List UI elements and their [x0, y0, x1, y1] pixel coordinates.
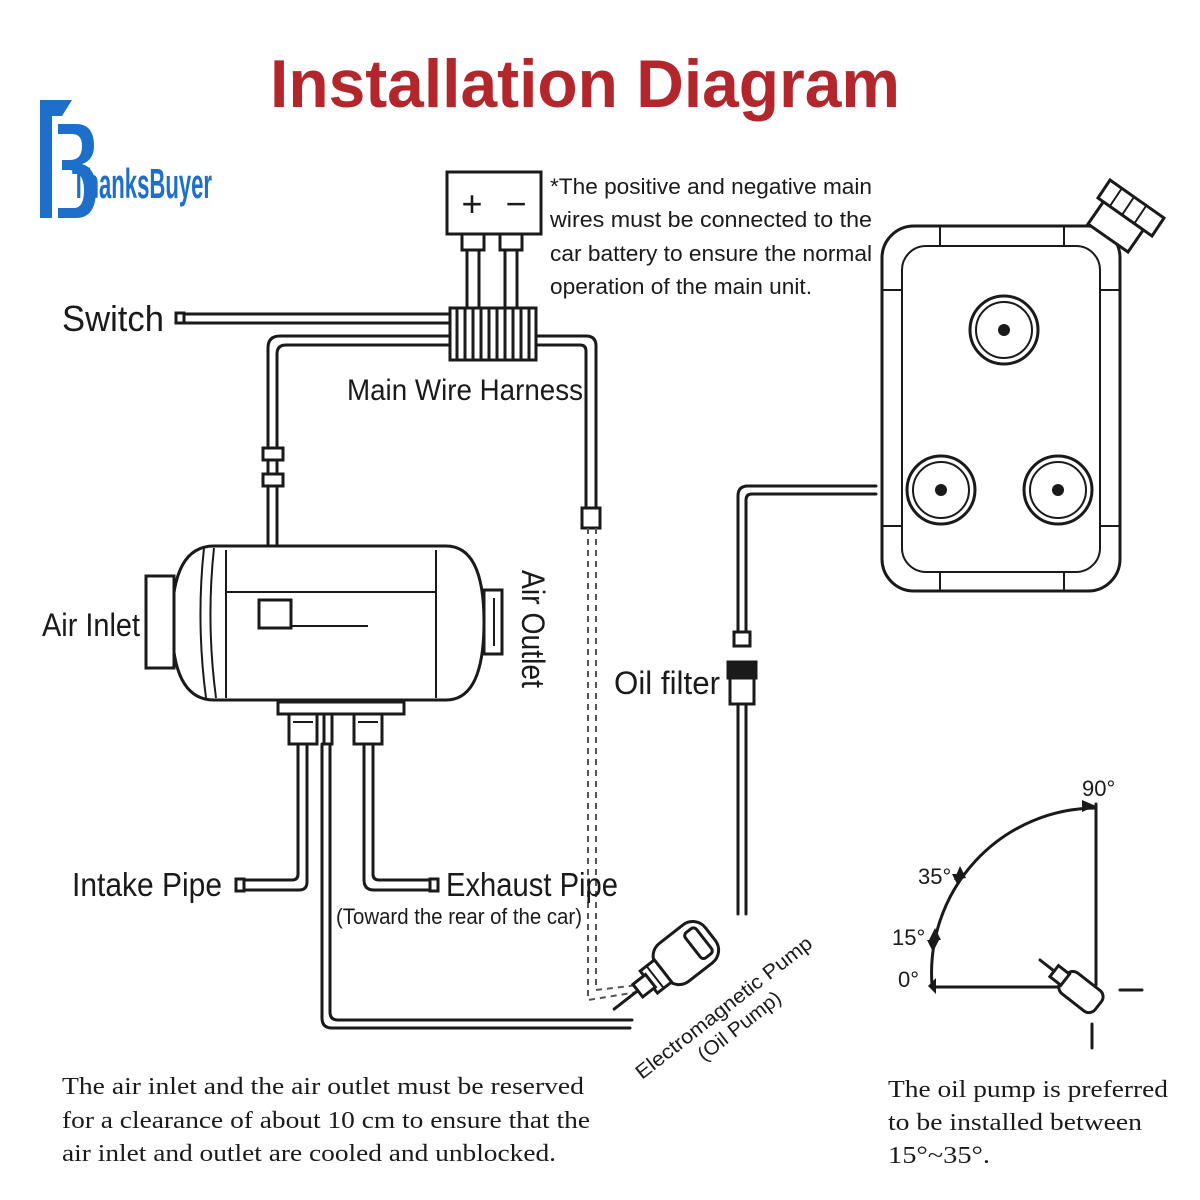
angle-35-label: 35°	[918, 864, 951, 889]
svg-text:wires must be connected to the: wires must be connected to the	[549, 207, 872, 232]
battery: + −	[445, 170, 543, 312]
page-title: Installation Diagram	[270, 46, 900, 122]
angle-15-label: 15°	[892, 925, 925, 950]
intake-pipe	[234, 742, 309, 893]
tilted-pump-icon	[1038, 958, 1105, 1015]
main-wire-harness-connector	[448, 306, 538, 362]
fuel-line-heater-to-pump	[320, 742, 634, 1030]
svg-text:The oil pump is preferred: The oil pump is preferred	[888, 1077, 1168, 1103]
tank-cap-icon	[1085, 177, 1167, 255]
svg-text:The air inlet and the air outl: The air inlet and the air outlet must be…	[62, 1074, 584, 1100]
fuel-tank	[880, 177, 1167, 593]
oil-filter-label: Oil filter	[614, 665, 720, 701]
electromagnetic-pump	[612, 920, 721, 1011]
exhaust-pipe	[362, 742, 440, 893]
brand-name: ThanksBuyer	[72, 160, 212, 207]
svg-text:*The positive and negative mai: *The positive and negative main	[550, 174, 872, 199]
harness-to-pump-wire	[534, 334, 656, 1002]
brand-mark-icon	[40, 100, 96, 218]
svg-text:air inlet and outlet are coole: air inlet and outlet are cooled and unbl…	[62, 1141, 556, 1167]
fuel-line-tank-to-pump	[726, 484, 878, 916]
switch-wire	[174, 311, 452, 325]
pump-angle-note: The oil pump is preferred to be installe…	[888, 1077, 1168, 1169]
intake-pipe-label: Intake Pipe	[72, 866, 222, 903]
switch-label: Switch	[62, 298, 164, 339]
angle-90-label: 90°	[1082, 776, 1115, 801]
svg-text:car battery to ensure the norm: car battery to ensure the normal	[550, 241, 872, 266]
svg-text:15°~35°.: 15°~35°.	[888, 1143, 990, 1169]
svg-text:operation of the main unit.: operation of the main unit.	[550, 274, 812, 299]
air-outlet-label: Air Outlet	[515, 570, 551, 688]
battery-negative-icon: −	[505, 183, 526, 224]
air-inlet-label: Air Inlet	[42, 607, 140, 643]
svg-text:to be installed between: to be installed between	[888, 1110, 1142, 1136]
battery-note: *The positive and negative main wires mu…	[549, 174, 872, 299]
battery-positive-icon: +	[461, 183, 482, 224]
brand-logo: ThanksBuyer	[40, 100, 212, 218]
exhaust-pipe-note: (Toward the rear of the car)	[336, 904, 582, 929]
main-wire-harness-label: Main Wire Harness	[347, 374, 583, 407]
angle-0-label: 0°	[898, 967, 919, 992]
exhaust-pipe-label: Exhaust Pipe	[446, 866, 618, 903]
svg-text:for a clearance of about 10 cm: for a clearance of about 10 cm to ensure…	[62, 1108, 590, 1134]
clearance-note: The air inlet and the air outlet must be…	[62, 1074, 590, 1167]
harness-to-heater-wire	[261, 334, 452, 602]
pump-angle-diagram	[927, 800, 1144, 1050]
heater-unit	[144, 544, 504, 746]
